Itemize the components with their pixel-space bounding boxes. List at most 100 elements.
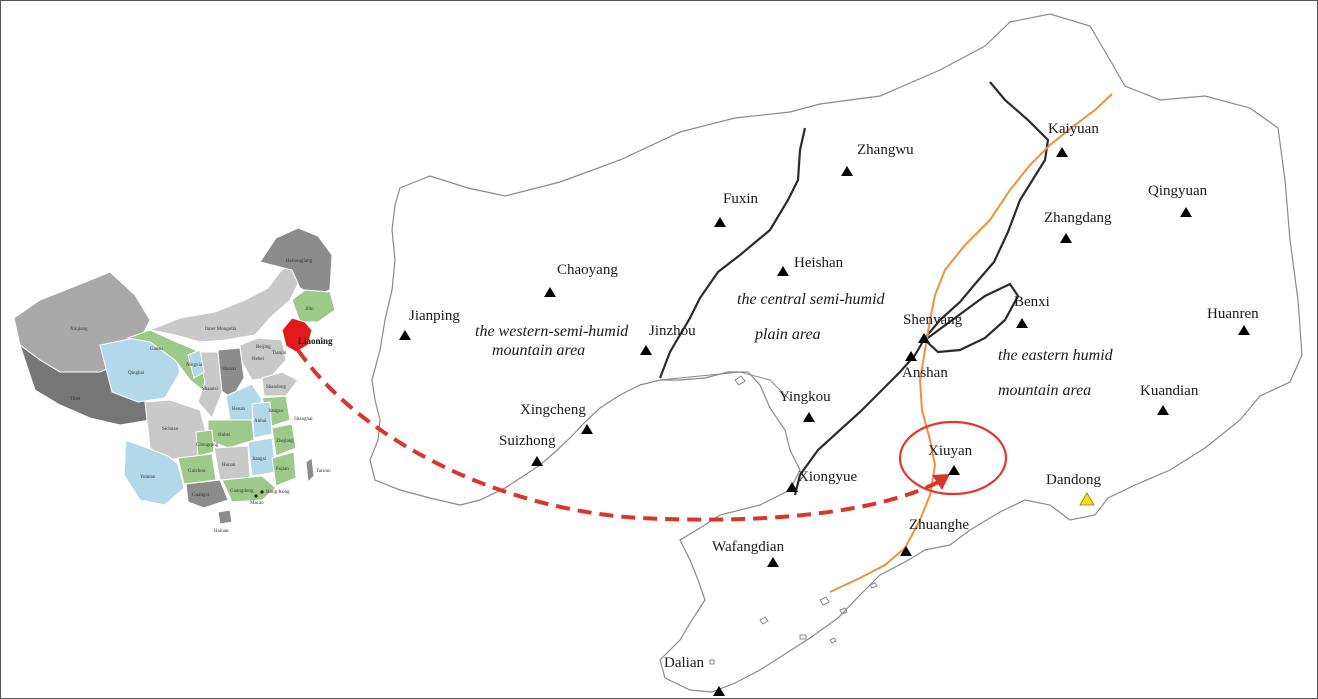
inset-province-chongqing <box>195 429 215 457</box>
city-marker-dalian <box>713 686 725 696</box>
inset-province-hebei <box>239 337 287 381</box>
inset-province-liaoning <box>281 317 313 353</box>
city-marker-fuxin <box>714 217 726 227</box>
inset-label-tianjin: Tianjin <box>272 351 287 356</box>
city-marker-qingyuan <box>1180 207 1192 217</box>
inset-province-fujian <box>271 451 297 487</box>
region-west-line2: mountain area <box>492 342 585 359</box>
city-marker-suizhong <box>531 456 543 466</box>
city-marker-kaiyuan <box>1056 147 1068 157</box>
river-line <box>829 93 1113 593</box>
city-label-shenyang: Shenyang <box>903 312 963 328</box>
region-east-line2: mountain area <box>998 382 1091 399</box>
city-label-kaiyuan: Kaiyuan <box>1048 121 1099 137</box>
region-central-line1: the central semi-humid <box>737 291 886 308</box>
inset-province-hainan <box>217 509 233 525</box>
inset-label-guangxi: Guangxi <box>192 493 210 498</box>
city-marker-zhangwu <box>841 166 853 176</box>
city-label-huanren: Huanren <box>1207 306 1259 322</box>
city-label-xiongyue: Xiongyue <box>798 469 858 485</box>
city-label-zhangdang: Zhangdang <box>1044 210 1112 226</box>
inset-label-fujian: Fujian <box>276 467 289 472</box>
inset-label-beijing: Beijing <box>256 345 271 350</box>
region-central-line2: plain area <box>754 326 821 343</box>
liaoning-map <box>296 13 1303 693</box>
city-marker-xiongyue <box>786 482 798 492</box>
inset-label-anhui: Anhui <box>254 419 267 424</box>
city-marker-huanren <box>1238 325 1250 335</box>
city-label-chaoyang: Chaoyang <box>557 262 618 278</box>
region-west-line1: the western-semi-humid <box>475 323 629 340</box>
city-marker-jinzhou <box>640 345 652 355</box>
city-label-dandong: Dandong <box>1046 472 1101 488</box>
inset-province-taiwan <box>305 457 315 484</box>
inset-province-jilin <box>291 289 336 323</box>
city-label-qingyuan: Qingyuan <box>1148 183 1208 199</box>
zone-boundary-west-central <box>658 127 807 379</box>
city-marker-dandong <box>1079 492 1095 506</box>
city-label-heishan: Heishan <box>794 255 844 271</box>
city-marker-zhuanghe <box>900 546 912 556</box>
inset-label-xinjiang: Xinjiang <box>70 327 88 332</box>
zone-boundary-benxi-loop <box>923 282 1020 354</box>
inset-label-taiwan: Taiwan <box>316 469 331 474</box>
inset-label-jiangsu: Jiangsu <box>268 409 284 414</box>
inset-province-labels: Xinjiang Inner Mongolia Heilongjiang Jil… <box>70 259 333 534</box>
inset-label-shanxi: Shanxi <box>222 367 237 372</box>
city-markers: Kaiyuan Zhangwu Fuxin Qingyuan Zhangdang… <box>399 121 1259 696</box>
city-marker-zhangdang <box>1060 233 1072 243</box>
city-marker-anshan <box>905 351 917 361</box>
inset-label-hunan: Hunan <box>222 463 236 468</box>
inset-label-shaanxi: Shaanxi <box>202 387 219 392</box>
inset-label-inner-mongolia: Inner Mongolia <box>205 327 237 332</box>
city-marker-xiuyan <box>948 465 960 475</box>
region-east-line1: the eastern humid <box>998 347 1114 364</box>
inset-label-guangdong: Guangdong <box>230 489 254 494</box>
city-label-kuandian: Kuandian <box>1140 383 1199 399</box>
inset-province-guangxi <box>185 479 229 509</box>
city-marker-shenyang <box>918 333 930 343</box>
inset-label-jiangxi: Jiangxi <box>252 457 267 462</box>
inset-label-hongkong: Hong Kong <box>266 490 290 495</box>
inset-label-hebei: Hebei <box>252 357 265 362</box>
inset-hongkong-dot <box>260 490 264 494</box>
inset-label-hainan: Hainan <box>214 529 229 534</box>
inset-province-heilongjiang <box>259 227 333 297</box>
city-label-xiuyan: Xiuyan <box>928 443 973 459</box>
region-labels: the western-semi-humid mountain area the… <box>475 291 1114 399</box>
inset-label-chongqing: Chongqing <box>196 443 219 448</box>
inset-province-anhui <box>251 401 273 439</box>
coastal-islands <box>709 375 878 665</box>
inset-label-qinghai: Qinghai <box>128 371 145 376</box>
inset-province-yunnan <box>123 439 185 506</box>
city-marker-xingcheng <box>581 424 593 434</box>
city-label-dalian: Dalian <box>664 655 704 671</box>
city-marker-wafangdian <box>767 557 779 567</box>
inset-label-shanghai: Shanghai <box>294 417 313 422</box>
inset-province-ningxia <box>187 349 205 379</box>
city-label-zhuanghe: Zhuanghe <box>909 517 969 533</box>
city-label-benxi: Benxi <box>1014 294 1050 310</box>
city-label-xingcheng: Xingcheng <box>520 402 586 418</box>
city-marker-yingkou <box>803 412 815 422</box>
inset-label-jilin: Jilin <box>305 307 314 312</box>
city-label-suizhong: Suizhong <box>499 433 556 449</box>
bohai-coastline <box>659 371 791 401</box>
inset-label-ningxia: Ningxia <box>186 363 203 368</box>
inset-label-shandong: Shandong <box>266 385 287 390</box>
location-arrow-head <box>932 474 950 490</box>
inset-label-gansu: Gansu <box>150 347 163 352</box>
inset-macao-dot <box>254 494 258 498</box>
inset-province-zhejiang <box>271 423 297 457</box>
city-label-zhangwu: Zhangwu <box>857 142 914 158</box>
inset-label-tibet: Tibet <box>70 397 81 402</box>
city-marker-heishan <box>777 266 789 276</box>
inset-province-shandong <box>261 371 299 397</box>
liaoning-outline <box>369 13 1303 693</box>
inset-label-zhejiang: Zhejiang <box>276 439 294 444</box>
city-marker-jianping <box>399 330 411 340</box>
inset-label-sichuan: Sichuan <box>162 427 179 432</box>
inset-label-guizhou: Guizhou <box>188 469 206 474</box>
china-inset-map: Xinjiang Inner Mongolia Heilongjiang Jil… <box>13 227 336 534</box>
